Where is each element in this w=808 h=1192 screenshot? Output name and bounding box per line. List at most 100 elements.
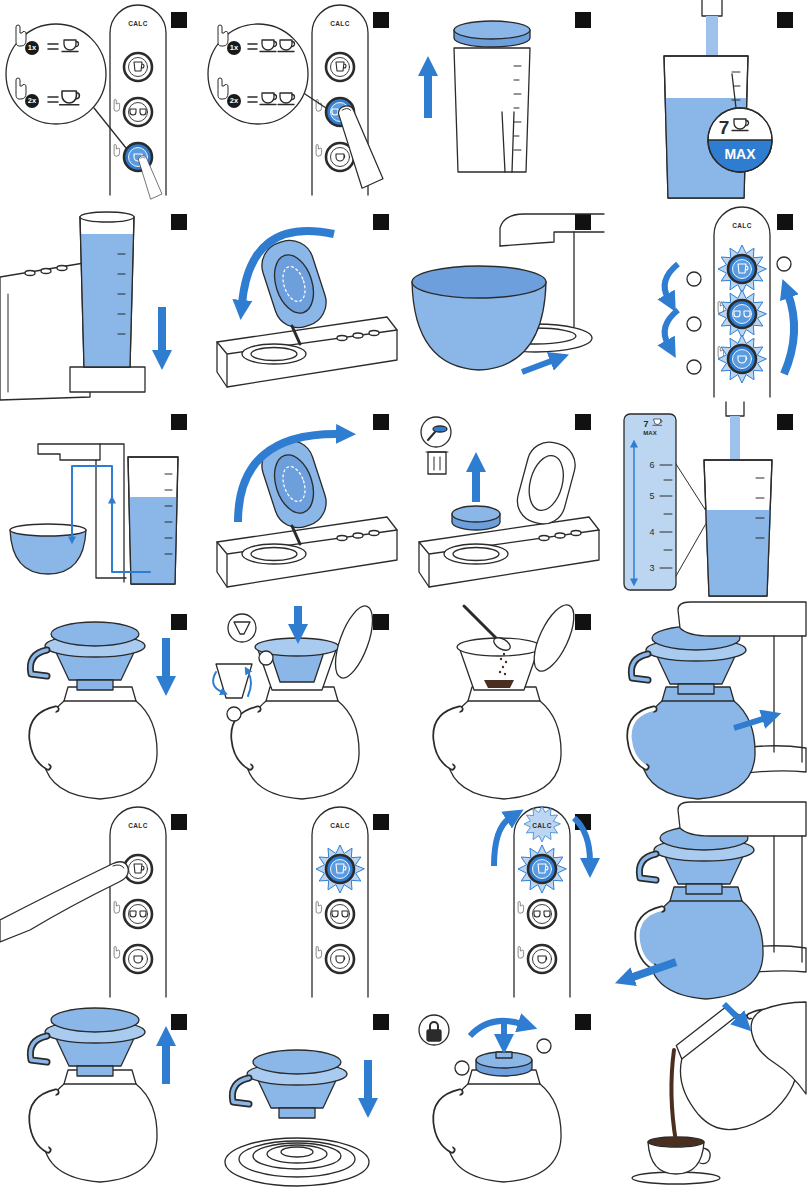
illustration-part xyxy=(504,673,506,675)
illustration-part xyxy=(16,25,26,46)
illustration-part xyxy=(777,414,793,430)
illustration-part xyxy=(139,156,163,199)
illustration-part xyxy=(70,367,145,392)
illustration-part xyxy=(470,1021,522,1036)
illustration-part xyxy=(208,24,308,124)
scale-number: 3 xyxy=(649,564,654,573)
illustration-part xyxy=(777,257,791,271)
illustration-part xyxy=(726,402,744,416)
step-panel xyxy=(436,599,591,799)
illustration-part xyxy=(538,956,547,963)
illustration-part xyxy=(128,457,178,584)
step-panel xyxy=(664,0,793,198)
illustration-part xyxy=(522,360,554,372)
step-panel xyxy=(217,214,397,387)
illustration-part xyxy=(80,217,134,367)
illustration-part xyxy=(72,466,150,572)
illustration-part xyxy=(281,1147,313,1157)
illustration-part xyxy=(455,1061,469,1075)
illustration-part xyxy=(124,53,152,81)
cup-count: 7 xyxy=(643,420,648,429)
illustration-part xyxy=(518,845,566,893)
illustration-part xyxy=(494,818,510,866)
illustration-part xyxy=(499,671,501,673)
panel-label: CALC xyxy=(330,823,349,830)
illustration-part xyxy=(62,40,79,52)
illustration-part xyxy=(171,214,187,230)
illustration-part xyxy=(267,1145,327,1163)
illustration-part xyxy=(665,310,678,344)
illustration-part xyxy=(373,414,389,430)
illustration-part xyxy=(332,911,348,917)
illustration-part xyxy=(0,862,128,942)
illustration-part xyxy=(704,460,772,596)
illustration-part xyxy=(524,452,569,514)
step-panel xyxy=(624,402,793,596)
illustration-part xyxy=(534,911,550,917)
illustration-part xyxy=(336,62,346,71)
illustration-part xyxy=(110,807,166,997)
illustration-part xyxy=(664,56,748,198)
illustration-part xyxy=(419,517,599,587)
illustration-part xyxy=(671,1050,676,1142)
illustration-part xyxy=(575,214,591,230)
illustration-part xyxy=(687,272,701,286)
illustration-part xyxy=(373,1014,389,1030)
illustration-part xyxy=(492,635,513,653)
illustration-part xyxy=(16,78,26,99)
panel-label: CALC xyxy=(532,823,551,830)
illustration-part xyxy=(216,664,252,698)
illustration-part xyxy=(708,108,772,172)
illustration-part xyxy=(524,806,560,842)
illustration-part xyxy=(248,672,251,696)
step-panel xyxy=(419,1014,591,1182)
illustration-part xyxy=(464,606,496,638)
step-panel xyxy=(225,1014,389,1186)
step-panel xyxy=(30,1008,187,1182)
illustration-part xyxy=(777,214,793,230)
illustration-part xyxy=(638,887,763,999)
illustration-part xyxy=(171,614,187,630)
illustration-part xyxy=(421,417,451,447)
illustration-part xyxy=(234,687,359,799)
illustration-part xyxy=(505,661,507,663)
illustration-part xyxy=(338,106,383,188)
illustration-part xyxy=(472,468,480,502)
illustration-part xyxy=(784,294,794,374)
step-panel xyxy=(213,602,389,799)
illustration-part xyxy=(502,666,504,668)
illustration-part xyxy=(660,465,672,568)
illustration-part xyxy=(756,478,764,538)
illustration-part xyxy=(373,214,389,230)
illustration-part xyxy=(426,452,448,470)
illustration-part xyxy=(213,672,222,692)
step-panel xyxy=(208,5,389,195)
illustration-part xyxy=(316,845,364,893)
step-panel xyxy=(312,807,389,997)
illustration-part xyxy=(708,108,772,172)
cup-count: 7 xyxy=(719,118,730,137)
illustration-part xyxy=(118,254,125,334)
step-panel xyxy=(665,207,794,397)
illustration-part xyxy=(573,232,574,330)
illustration-part xyxy=(128,457,178,584)
illustration-part xyxy=(734,311,750,317)
illustration-part xyxy=(734,718,766,728)
illustration-part xyxy=(454,21,530,39)
max-label: MAX xyxy=(643,430,656,436)
illustration-part xyxy=(653,419,662,425)
illustration-part xyxy=(171,414,187,430)
illustration-part xyxy=(171,1014,187,1030)
illustration-part xyxy=(338,106,383,188)
illustration-part xyxy=(260,40,277,52)
illustration-part xyxy=(326,53,354,81)
illustration-part xyxy=(714,207,770,397)
illustration-part xyxy=(512,437,580,529)
illustration-part xyxy=(248,44,257,102)
step-panel xyxy=(419,414,599,587)
illustration-part xyxy=(718,335,766,383)
illustration-part xyxy=(500,214,604,246)
illustration-part xyxy=(687,360,701,374)
step-panel xyxy=(632,984,808,1184)
